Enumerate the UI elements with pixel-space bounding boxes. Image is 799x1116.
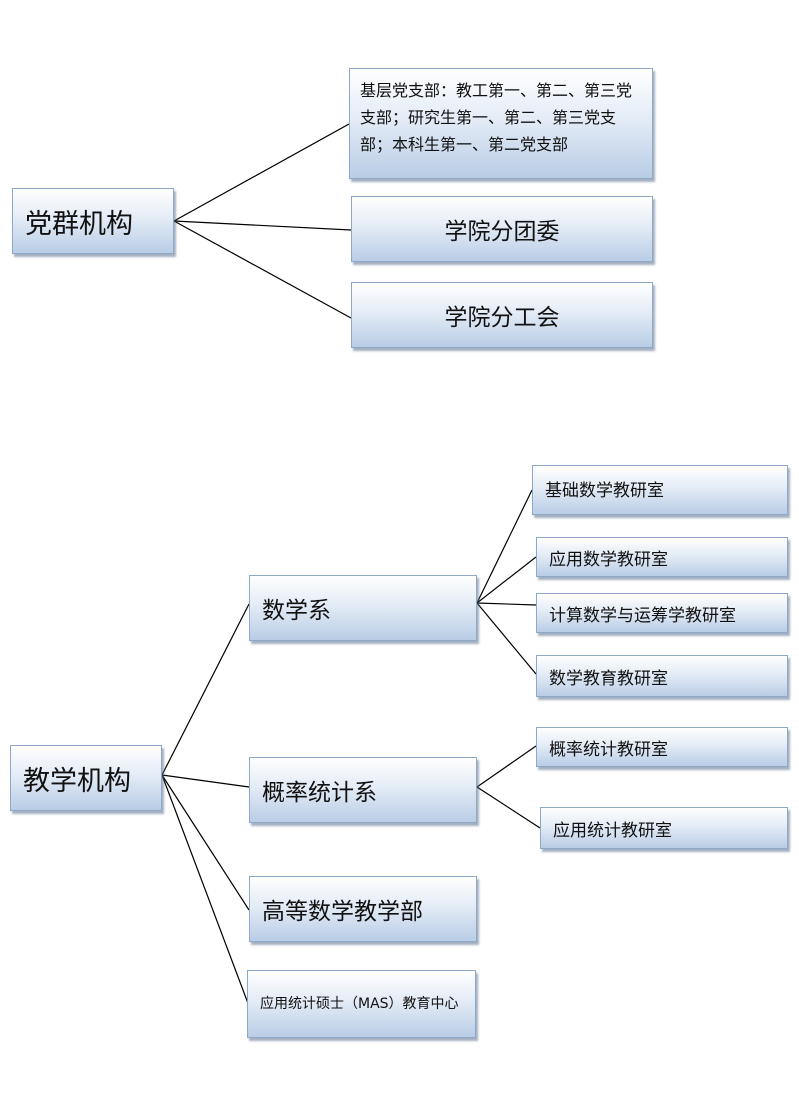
advanced-math-box: 高等数学教学部 <box>249 876 477 942</box>
stats-dept-box: 概率统计系 <box>249 757 477 823</box>
office-applied-stats: 应用统计教研室 <box>540 807 788 849</box>
party-root-box: 党群机构 <box>12 188 174 254</box>
office-applied-math: 应用数学教研室 <box>536 537 788 577</box>
teaching-root-label: 教学机构 <box>23 765 131 797</box>
office-computational-math: 计算数学与运筹学教研室 <box>536 593 788 633</box>
stats-dept-label: 概率统计系 <box>262 780 377 806</box>
math-dept-label: 数学系 <box>262 598 331 624</box>
mas-center-label: 应用统计硕士（MAS）教育中心 <box>260 995 459 1012</box>
youth-league-label: 学院分团委 <box>444 219 560 245</box>
labor-union-label: 学院分工会 <box>444 305 560 331</box>
party-branch-box: 基层党支部：教工第一、第二、第三党支部；研究生第一、第二、第三党支部；本科生第一… <box>349 68 653 179</box>
youth-league-box: 学院分团委 <box>351 196 653 262</box>
advanced-math-label: 高等数学教学部 <box>262 899 423 925</box>
office-basic-math: 基础数学教研室 <box>532 465 788 515</box>
math-dept-box: 数学系 <box>249 575 477 641</box>
party-branch-label: 基层党支部：教工第一、第二、第三党支部；研究生第一、第二、第三党支部；本科生第一… <box>360 81 633 154</box>
teaching-root-box: 教学机构 <box>10 745 162 811</box>
labor-union-box: 学院分工会 <box>351 282 653 348</box>
office-math-education: 数学教育教研室 <box>536 655 788 697</box>
office-probability-stats: 概率统计教研室 <box>536 727 788 767</box>
mas-center-box: 应用统计硕士（MAS）教育中心 <box>247 970 476 1038</box>
party-root-label: 党群机构 <box>25 208 133 240</box>
